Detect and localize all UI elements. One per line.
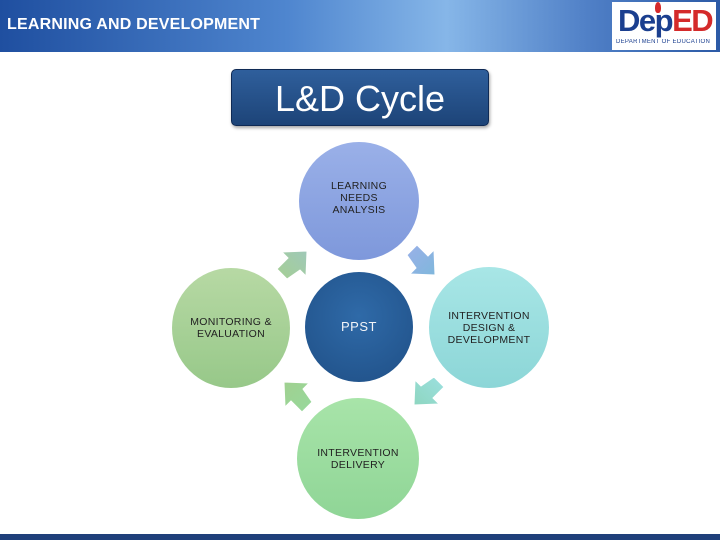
deped-logo: DepED DEPARTMENT OF EDUCATION [612,2,716,50]
header-bar: LEARNING AND DEVELOPMENT DepED DEPARTMEN… [0,0,720,52]
center-label: PPST [341,319,377,334]
node-label-right: INTERVENTION DESIGN & DEVELOPMENT [447,309,531,346]
node-label-bottom: INTERVENTION DELIVERY [317,446,399,471]
arrow-left-to-top-icon [276,250,308,280]
center-node-ppst: PPST [305,272,413,382]
arrow-bottom-to-left-icon [283,381,313,413]
arrow-right-to-bottom-icon [413,376,445,406]
node-label-top: LEARNING NEEDS ANALYSIS [330,180,388,216]
footer-line [0,534,720,540]
title-box: L&D Cycle [231,69,489,126]
node-learning-needs-analysis: LEARNING NEEDS ANALYSIS [299,142,419,260]
logo-dep: Dep [618,3,674,38]
diagram-title: L&D Cycle [274,78,446,119]
logo-subtitle: DEPARTMENT OF EDUCATION [616,39,711,45]
node-label-left: MONITORING & EVALUATION [190,316,272,340]
node-intervention-design: INTERVENTION DESIGN & DEVELOPMENT [429,267,549,388]
node-monitoring-evaluation: MONITORING & EVALUATION [172,268,290,388]
logo-ed: ED [672,3,714,38]
torch-flame-icon [655,2,661,13]
logo-wordmark: DepED [618,3,714,38]
header-title: LEARNING AND DEVELOPMENT [7,16,261,33]
node-intervention-delivery: INTERVENTION DELIVERY [297,398,419,519]
arrow-top-to-right-icon [406,244,436,276]
